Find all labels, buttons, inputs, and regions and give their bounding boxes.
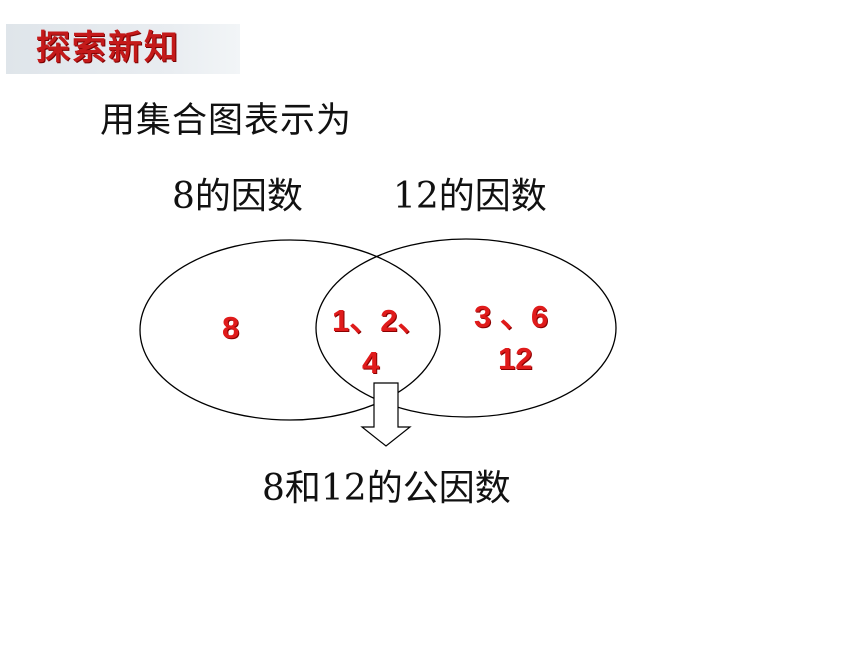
set-a-label: 8的因数 (172, 176, 303, 217)
set-b-label: 12的因数 (393, 176, 547, 217)
page-title: 探索新知 (36, 28, 180, 68)
set-b-only-values-line1: 3 、6 (474, 299, 549, 334)
set-b-ellipse (315, 238, 617, 418)
intersection-values-line1: 1、2、 (332, 303, 429, 338)
set-b-only-values-line2: 12 (498, 341, 533, 376)
header-banner (6, 24, 240, 74)
set-a-ellipse (139, 239, 441, 421)
common-factors-label: 8和12的公因数 (262, 468, 511, 509)
set-a-only-values: 8 (222, 310, 240, 345)
subtitle: 用集合图表示为 (100, 101, 353, 141)
down-arrow-icon (360, 382, 412, 447)
intersection-values-line2: 4 (362, 345, 380, 380)
